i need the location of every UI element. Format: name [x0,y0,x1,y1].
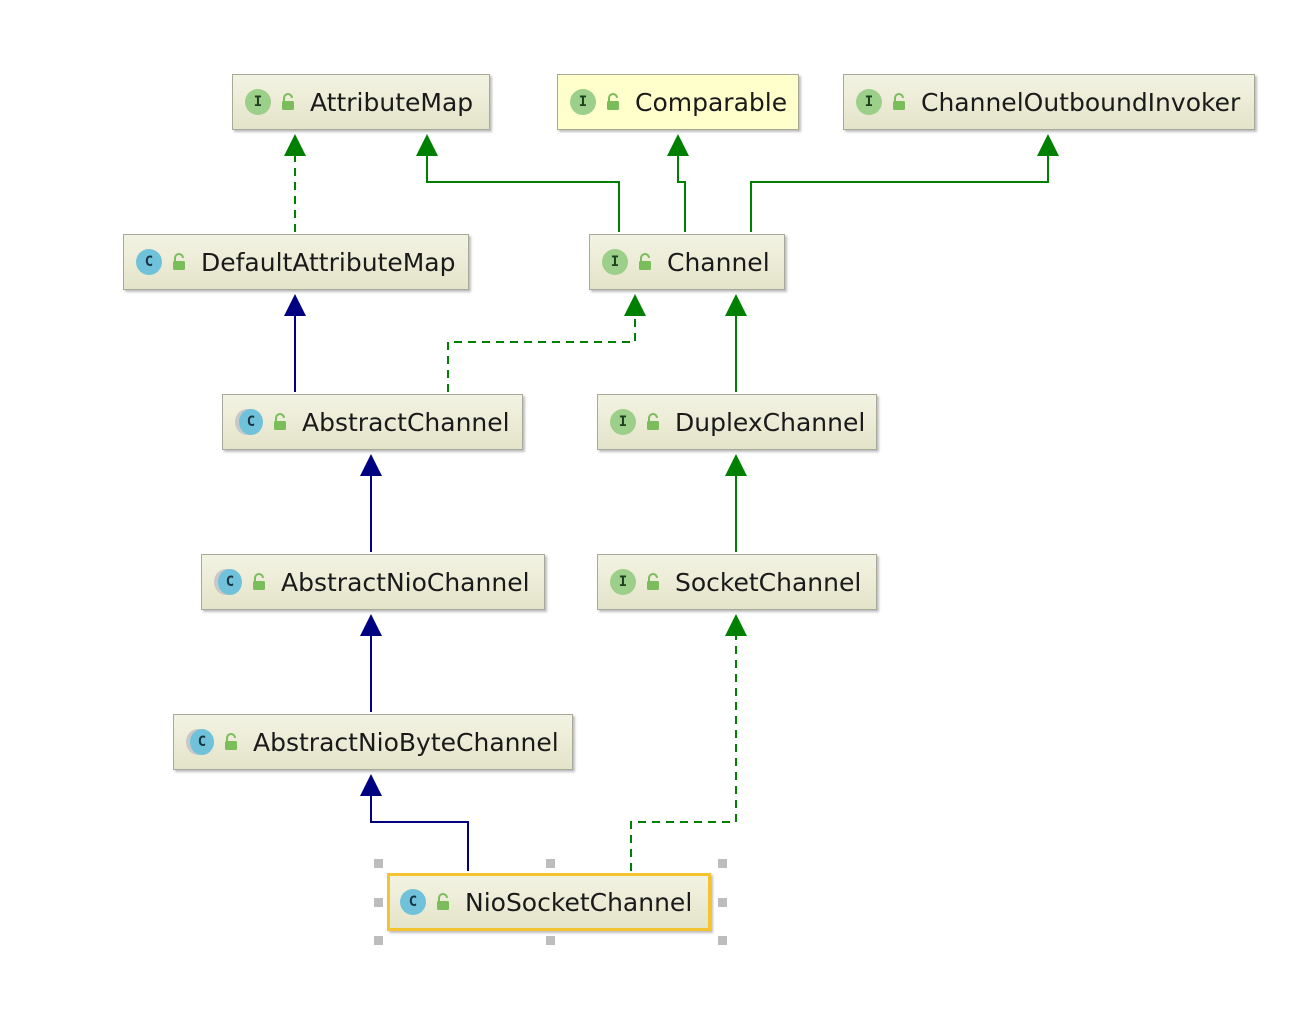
node-label: NioSocketChannel [465,887,693,917]
node-comparable[interactable]: I Comparable [557,74,799,130]
class-icon: C [136,249,162,275]
node-label: ChannelOutboundInvoker [921,87,1241,117]
abstract-class-icon: C [218,569,242,595]
arrowhead-AbstractNioByteChannel [360,774,382,796]
node-attributemap[interactable]: I AttributeMap [232,74,490,130]
edge-NioSocketChannel-to-AbstractNioByteChannel [370,796,469,871]
edge-Channel-to-ChannelOutboundInvoker [750,156,1049,232]
arrowhead-Comparable [667,134,689,156]
node-channel[interactable]: I Channel [589,234,785,290]
node-channeloutboundinvoker[interactable]: I ChannelOutboundInvoker [843,74,1255,130]
interface-icon: I [610,409,636,435]
node-label: Channel [667,247,770,277]
arrowhead-ChannelOutboundInvoker [1037,134,1059,156]
node-label: AttributeMap [310,87,474,117]
interface-icon: I [570,89,596,115]
resize-handle-e[interactable] [718,898,727,907]
edge-Channel-to-AttributeMap [426,156,620,232]
lock-icon [607,93,619,110]
resize-handle-ne[interactable] [718,859,727,868]
resize-handle-w[interactable] [374,898,383,907]
interface-icon: I [856,89,882,115]
class-icon: C [400,889,426,915]
edge-NioSocketChannel-to-SocketChannel [630,636,737,871]
arrowhead-AbstractNioChannel [360,614,382,636]
interface-icon: I [602,249,628,275]
arrowhead-AbstractChannel [360,454,382,476]
node-socketchannel[interactable]: I SocketChannel [597,554,877,610]
edge-Channel-to-Comparable [677,156,686,232]
lock-icon [647,573,659,590]
node-label: SocketChannel [675,567,862,597]
node-defaultattributemap[interactable]: C DefaultAttributeMap [123,234,469,290]
node-abstractniobytechannel[interactable]: C AbstractNioByteChannel [173,714,573,770]
node-niosocketchannel[interactable]: C NioSocketChannel [387,873,711,931]
interface-icon: I [245,89,271,115]
node-abstractchannel[interactable]: C AbstractChannel [222,394,523,450]
arrowhead-Channel [624,294,646,316]
resize-handle-s[interactable] [546,936,555,945]
arrowhead-Channel [725,294,747,316]
resize-handle-n[interactable] [546,859,555,868]
lock-icon [282,93,294,110]
node-label: AbstractNioByteChannel [253,727,559,757]
lock-icon [893,93,905,110]
arrowhead-DuplexChannel [725,454,747,476]
arrowhead-AttributeMap [284,134,306,156]
lock-icon [253,573,265,590]
node-label: AbstractChannel [302,407,510,437]
abstract-class-icon: C [239,409,263,435]
resize-handle-se[interactable] [718,936,727,945]
lock-icon [437,893,449,910]
abstract-class-icon: C [190,729,214,755]
arrowhead-DefaultAttributeMap [284,294,306,316]
node-abstractniochannel[interactable]: C AbstractNioChannel [201,554,545,610]
node-label: DefaultAttributeMap [201,247,456,277]
node-label: Comparable [635,87,788,117]
resize-handle-nw[interactable] [374,859,383,868]
arrowhead-SocketChannel [725,614,747,636]
lock-icon [173,253,185,270]
lock-icon [647,413,659,430]
lock-icon [225,733,237,750]
lock-icon [274,413,286,430]
node-label: AbstractNioChannel [281,567,530,597]
resize-handle-sw[interactable] [374,936,383,945]
lock-icon [639,253,651,270]
edge-AbstractChannel-to-Channel [447,316,636,392]
arrowhead-AttributeMap [416,134,438,156]
node-label: DuplexChannel [675,407,866,437]
node-duplexchannel[interactable]: I DuplexChannel [597,394,877,450]
interface-icon: I [610,569,636,595]
